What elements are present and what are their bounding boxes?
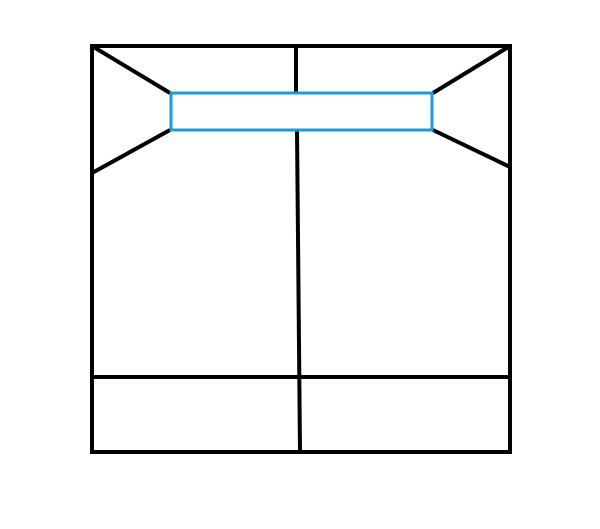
center-divider <box>295 129 302 453</box>
bottom-left-diagonal <box>91 128 171 175</box>
top-left-diagonal <box>90 44 172 95</box>
highlighted-bar <box>169 91 434 132</box>
outer-frame <box>90 44 512 454</box>
bottom-right-diagonal <box>432 128 511 169</box>
top-right-diagonal <box>431 44 512 95</box>
